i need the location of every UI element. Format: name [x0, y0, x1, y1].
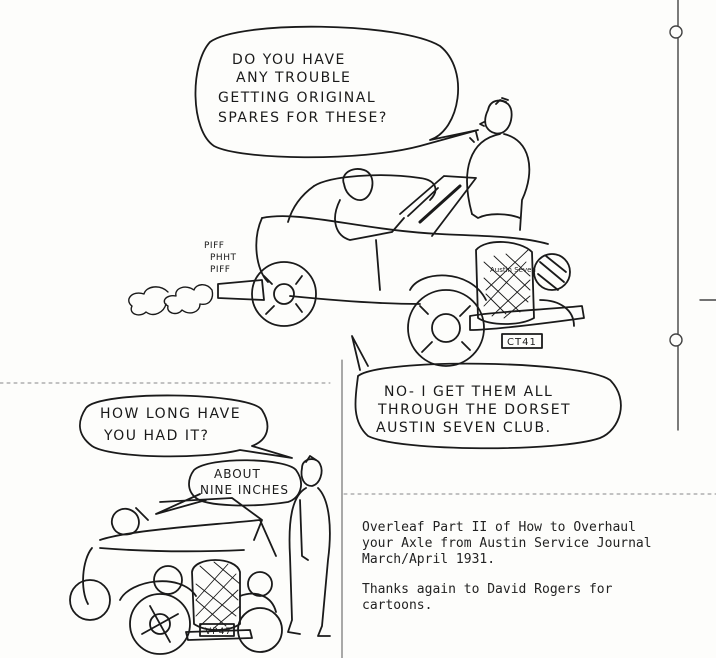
caption-line-4: Thanks again to David Rogers for [362, 582, 613, 597]
answer-top-line-1: NO- I GET THEM ALL [384, 384, 553, 400]
question-top-line-4: SPARES FOR THESE? [218, 110, 388, 126]
question-bubble-top [194, 25, 479, 159]
caption-line-1: Overleaf Part II of How to Overhaul [362, 520, 636, 535]
radiator-grille [475, 241, 535, 325]
standing-man-top [466, 97, 531, 231]
austin-seven-car-bottom: VP47 [69, 497, 283, 655]
page-dividers [0, 359, 716, 658]
license-plate-top: CT41 [507, 337, 537, 348]
answer-bottom-line-2: NINE INCHES [200, 483, 289, 497]
exhaust-sound-3: PIFF [210, 265, 230, 275]
austin-seven-car-top: Austin Seven CT41 [217, 168, 585, 367]
caption-note: Overleaf Part II of How to Overhaul your… [362, 520, 716, 628]
standing-man-bottom [287, 455, 331, 637]
question-bottom-line-2: YOU HAD IT? [103, 428, 209, 444]
answer-bottom-line-1: ABOUT [214, 467, 261, 481]
exhaust-smoke [128, 284, 214, 316]
caption-line-2: your Axle from Austin Service Journal [362, 536, 652, 551]
license-plate-bottom: VP47 [205, 627, 232, 637]
caption-line-3: March/April 1931. [362, 552, 496, 567]
answer-top-line-3: AUSTIN SEVEN CLUB. [376, 420, 552, 436]
caption-line-5: cartoons. [362, 598, 433, 613]
radiator-badge: Austin Seven [490, 266, 536, 274]
question-bubble-bottom [79, 394, 293, 459]
answer-bubble-top [351, 335, 622, 450]
answer-top-line-2: THROUGH THE DORSET [377, 402, 571, 418]
question-top-line-2: ANY TROUBLE [236, 70, 351, 86]
exhaust-sound-2: PHHT [210, 253, 236, 263]
question-bottom-line-1: HOW LONG HAVE [100, 406, 241, 422]
exhaust-sound-1: PIFF [204, 241, 224, 251]
caption-paragraph-2: Thanks again to David Rogers for cartoon… [362, 582, 716, 614]
right-margin-rule [669, 0, 716, 431]
question-top-line-3: GETTING ORIGINAL [218, 90, 376, 106]
caption-paragraph-1: Overleaf Part II of How to Overhaul your… [362, 520, 716, 568]
question-top-line-1: DO YOU HAVE [232, 52, 346, 68]
